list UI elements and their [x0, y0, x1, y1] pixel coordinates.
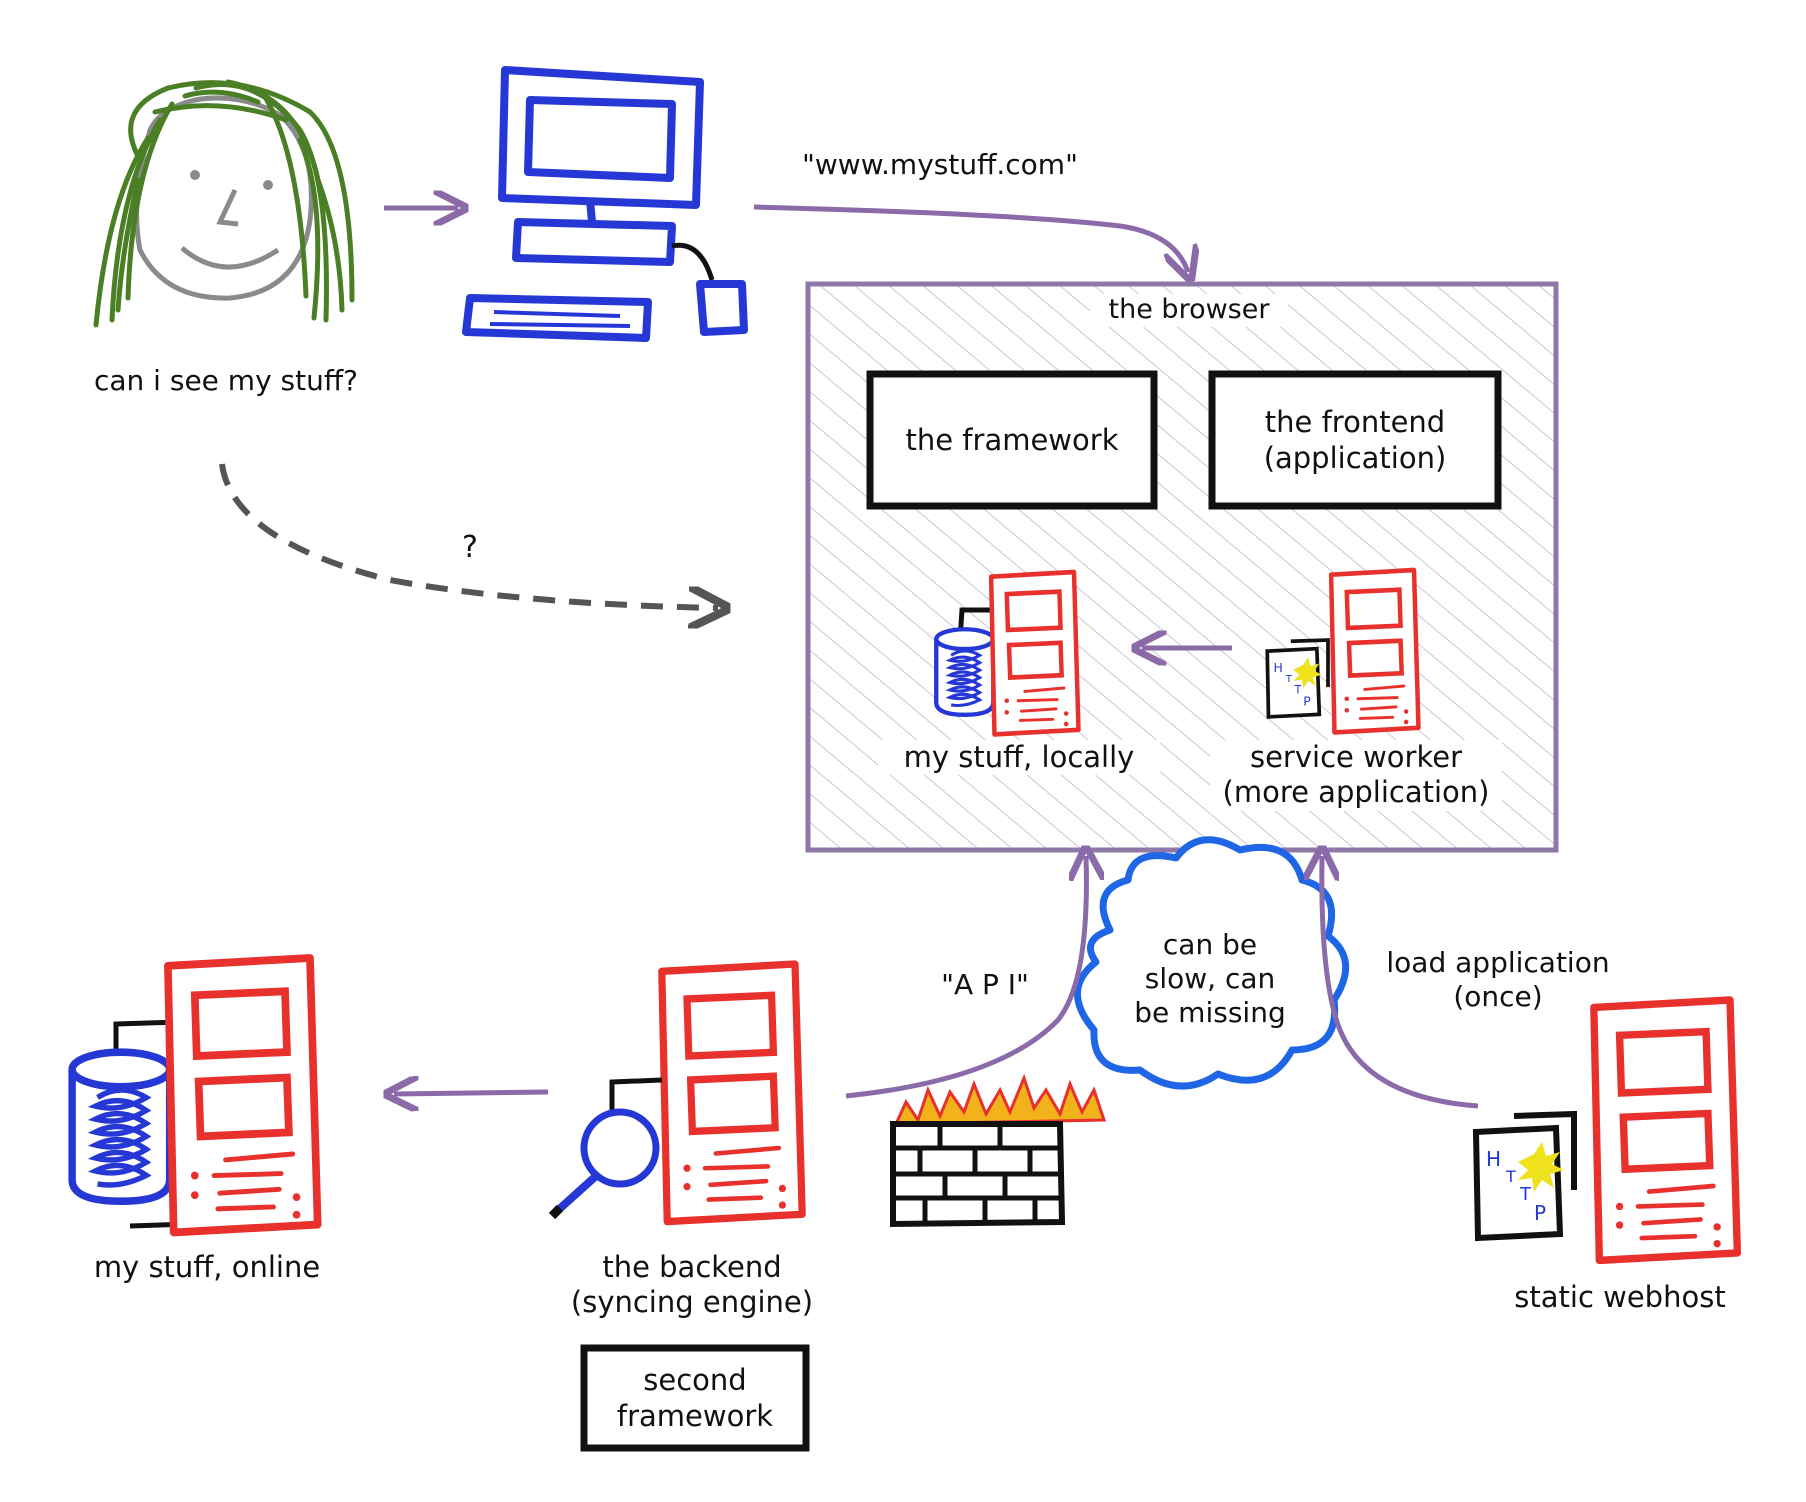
load-application-line2: (once) [1453, 980, 1543, 1014]
api-label: "A P I" [941, 968, 1029, 1001]
frontend-line1: the frontend [1264, 404, 1446, 439]
load-application-label: load application (once) [1368, 946, 1628, 1014]
network-line1: can be [1162, 928, 1258, 961]
computer-icon [462, 66, 748, 342]
framework-box [866, 370, 1158, 510]
firewall-icon [890, 1073, 1107, 1228]
magnifier-icon [580, 1108, 660, 1188]
network-label: can be slow, can be missing [1120, 928, 1300, 1030]
question-mark-label: ? [462, 530, 478, 565]
second-framework-line1: second [643, 1362, 747, 1397]
frontend-line2: (application) [1263, 441, 1447, 475]
webhost-label: static webhost [1514, 1280, 1726, 1314]
webhost-server-icon [1476, 1000, 1737, 1260]
backend-server-icon [548, 964, 802, 1222]
user-question-label: can i see my stuff? [93, 364, 359, 397]
load-application-line1: load application [1386, 946, 1610, 979]
frontend-label: the frontend(application) [1216, 378, 1494, 502]
person-icon [93, 79, 355, 328]
service-worker-line1: service worker [1249, 740, 1462, 774]
browser-title: the browser [1090, 294, 1288, 327]
local-database-server-icon [936, 572, 1078, 734]
framework-label: the framework [905, 422, 1119, 457]
network-line3: be missing [1134, 996, 1286, 1030]
online-store-label: my stuff, online [93, 1250, 321, 1284]
url-label: "www.mystuff.com" [802, 148, 1078, 181]
frontend-box [1208, 370, 1502, 510]
service-worker-line2: (more application) [1222, 775, 1490, 810]
backend-line1: the backend [602, 1250, 782, 1284]
online-database-server-icon [72, 958, 318, 1232]
backend-line2: (syncing engine) [570, 1285, 814, 1320]
local-store-label: my stuff, locally [878, 740, 1160, 776]
second-framework-box [580, 1344, 810, 1452]
service-worker-label: service worker (more application) [1210, 740, 1502, 811]
second-framework-line2: framework [616, 1399, 774, 1433]
network-line2: slow, can [1144, 962, 1276, 996]
backend-label: the backend (syncing engine) [556, 1250, 828, 1321]
